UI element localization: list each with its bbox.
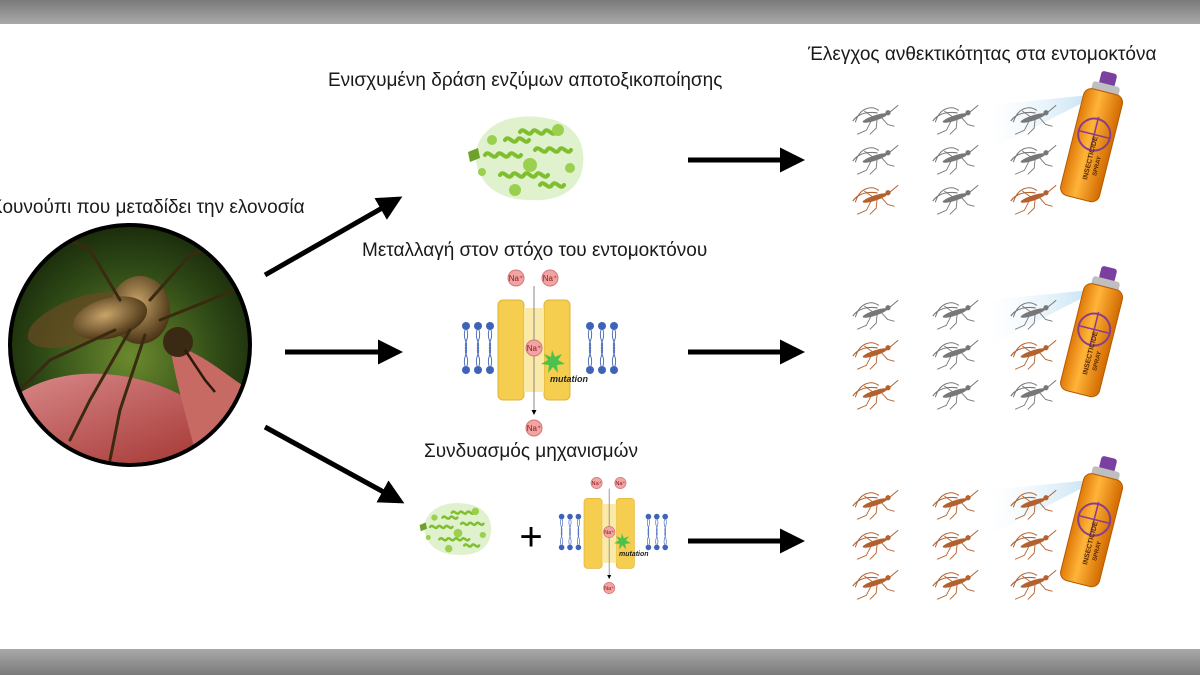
alive-mosquito-icon [849,333,905,374]
dead-mosquito-icon [929,138,985,179]
spray-mist [990,479,1100,535]
spray-mist [990,94,1100,150]
na-ion-label: Na⁺ [509,274,523,283]
dead-mosquito-icon [849,293,905,334]
combination-protein [418,501,493,557]
detox-enzyme-protein [466,114,586,203]
plus-sign: + [519,515,542,559]
alive-mosquito-icon [849,373,905,414]
na-ion-label: Na⁺ [604,585,614,592]
alive-mosquito-icon [929,523,985,564]
alive-mosquito-icon [849,178,905,219]
dead-mosquito-icon [849,98,905,139]
bottom-frame-bar [0,649,1200,675]
top-frame-bar [0,0,1200,24]
spray-sublabel: SPRAY [1092,156,1103,177]
mutation-star-icon [541,350,565,373]
alive-mosquito-icon [849,483,905,524]
alive-mosquito-icon [929,483,985,524]
mutation-text: mutation [550,374,588,384]
resistance-test-label: Έλεγχος ανθεκτικότητας στα εντομοκτόνα [808,44,1157,65]
mutation-text: mutation [619,551,649,558]
sodium-channel-mutation: Na⁺ Na⁺ Na⁺ mutation Na⁺ [461,269,619,437]
dead-mosquito-icon [929,178,985,219]
dead-mosquito-icon [929,293,985,334]
enzymes-label: Ενισχυμένη δράση ενζύμων αποτοξικοποίηση… [328,70,723,91]
dead-mosquito-icon [1007,138,1063,179]
alive-mosquito-icon [849,523,905,564]
na-ion-label: Na⁺ [615,480,625,487]
na-ion-label: Na⁺ [527,344,541,353]
spray-mist [990,289,1100,345]
arrow-to-enzymes [263,196,403,278]
arrow-to-combination [263,424,405,504]
sodium-channel-small: Na⁺ Na⁺ Na⁺ mutation Na⁺ [558,477,669,594]
dead-mosquito-icon [929,373,985,414]
dead-mosquito-icon [1007,373,1063,414]
mutation-label: Μεταλλαγή στον στόχο του εντομοκτόνου [362,240,708,261]
mutation-star-icon [614,533,631,550]
na-ion-label: Na⁺ [604,529,614,536]
alive-mosquito-icon [1007,523,1063,564]
alive-mosquito-icon [1007,563,1063,604]
mosquito-label: Κουνούπι που μεταδίδει την ελονοσία [0,197,305,218]
alive-mosquito-icon [849,563,905,604]
spray-sublabel: SPRAY [1092,541,1103,562]
spray-sublabel: SPRAY [1092,351,1103,372]
combination-label: Συνδυασμός μηχανισμών [424,441,638,462]
na-ion-label: Na⁺ [543,274,557,283]
alive-mosquito-icon [1007,178,1063,219]
dead-mosquito-icon [929,333,985,374]
na-ion-label: Na⁺ [592,480,602,487]
dead-mosquito-icon [849,138,905,179]
dead-mosquito-icon [929,98,985,139]
mosquito-photo [8,223,252,467]
alive-mosquito-icon [1007,333,1063,374]
alive-mosquito-icon [929,563,985,604]
na-ion-label: Na⁺ [527,424,541,433]
